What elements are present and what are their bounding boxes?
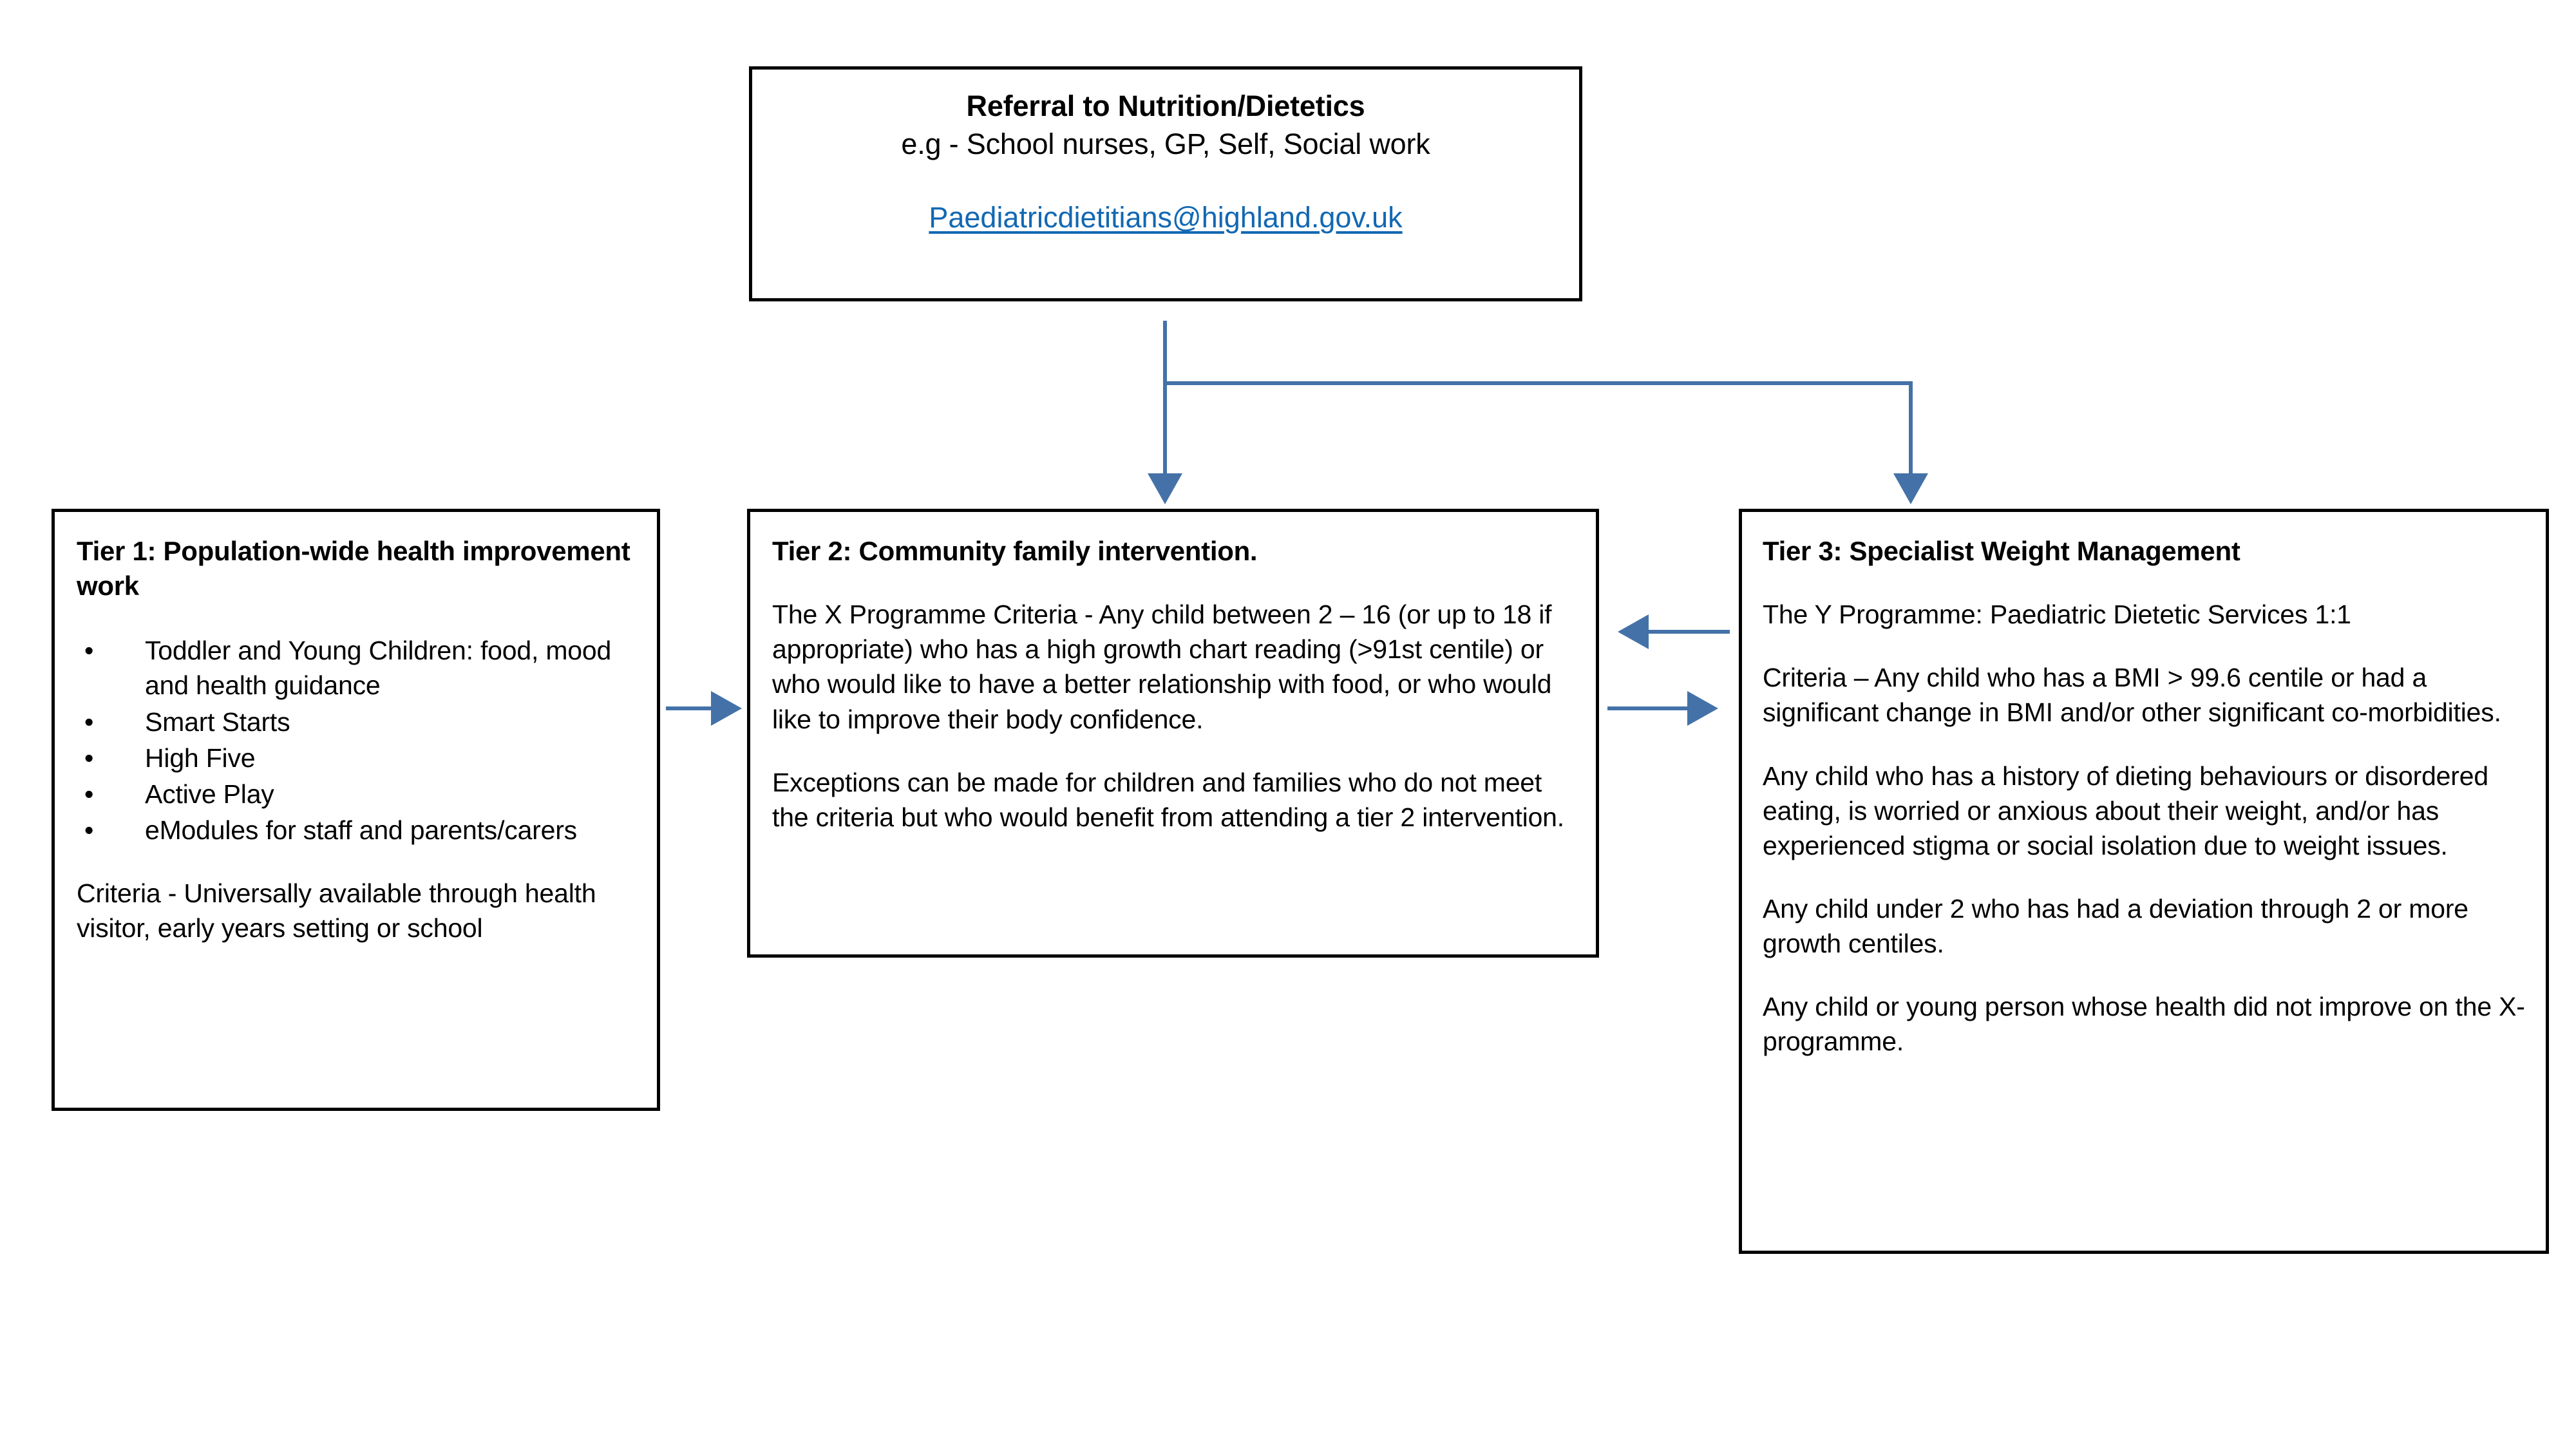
connector-referral-to-tier3-line	[1909, 381, 1913, 477]
list-item-label: Active Play	[145, 779, 274, 809]
connector-referral-to-tier2-arrowhead	[1148, 473, 1182, 504]
bullet-icon: •	[84, 779, 94, 809]
connector-tier1-to-tier2-arrowhead	[711, 691, 742, 726]
bullet-icon: •	[84, 706, 94, 737]
bullet-icon: •	[84, 815, 94, 845]
tier3-paragraph-1: The Y Programme: Paediatric Dietetic Ser…	[1763, 600, 2351, 630]
tier2-box: Tier 2: Community family intervention. T…	[747, 509, 1599, 958]
referral-email-link[interactable]: Paediatricdietitians@highland.gov.uk	[929, 201, 1403, 234]
list-item: • Toddler and Young Children: food, mood…	[77, 633, 634, 703]
connector-referral-bracket	[1163, 381, 1913, 385]
tier1-criteria: Criteria - Universally available through…	[77, 878, 596, 943]
list-item-label: High Five	[145, 743, 256, 773]
tier1-box: Tier 1: Population-wide health improveme…	[52, 509, 660, 1111]
list-item: • eModules for staff and parents/carers	[77, 813, 634, 848]
connector-tier1-to-tier2-line	[666, 706, 715, 710]
list-item: • Active Play	[77, 777, 634, 811]
tier3-paragraph-5: Any child or young person whose health d…	[1763, 992, 2525, 1057]
bullet-icon: •	[84, 743, 94, 773]
tier1-bullet-list: • Toddler and Young Children: food, mood…	[77, 633, 634, 848]
connector-tier3-to-tier2-line	[1649, 630, 1730, 634]
referral-box: Referral to Nutrition/Dietetics e.g - Sc…	[749, 66, 1582, 301]
tier1-title: Tier 1: Population-wide health improveme…	[77, 536, 630, 601]
connector-tier2-to-tier3-arrowhead	[1687, 691, 1718, 726]
tier3-box: Tier 3: Specialist Weight Management The…	[1739, 509, 2549, 1254]
connector-referral-to-tier2-line	[1163, 381, 1167, 477]
referral-subtitle: e.g - School nurses, GP, Self, Social wo…	[901, 127, 1430, 160]
list-item: • High Five	[77, 741, 634, 775]
tier3-title: Tier 3: Specialist Weight Management	[1763, 536, 2240, 566]
tier3-paragraph-4: Any child under 2 who has had a deviatio…	[1763, 893, 2468, 958]
referral-email-line: Paediatricdietitians@highland.gov.uk	[772, 199, 1560, 237]
list-item-label: eModules for staff and parents/carers	[145, 815, 577, 845]
tier3-paragraph-3: Any child who has a history of dieting b…	[1763, 761, 2488, 860]
connector-referral-to-tier3-arrowhead	[1893, 473, 1928, 504]
bullet-icon: •	[84, 636, 94, 666]
connector-referral-stem	[1163, 321, 1167, 385]
tier2-paragraph-1: The X Programme Criteria - Any child bet…	[772, 600, 1552, 734]
tier2-title: Tier 2: Community family intervention.	[772, 536, 1258, 566]
connector-tier3-to-tier2-arrowhead	[1618, 614, 1649, 649]
tier3-paragraph-2: Criteria – Any child who has a BMI > 99.…	[1763, 663, 2501, 728]
list-item-label: Toddler and Young Children: food, mood a…	[145, 636, 612, 701]
list-item-label: Smart Starts	[145, 706, 290, 737]
referral-title: Referral to Nutrition/Dietetics	[966, 90, 1365, 122]
list-item: • Smart Starts	[77, 705, 634, 739]
connector-tier2-to-tier3-line	[1607, 706, 1689, 710]
tier2-paragraph-2: Exceptions can be made for children and …	[772, 767, 1564, 832]
